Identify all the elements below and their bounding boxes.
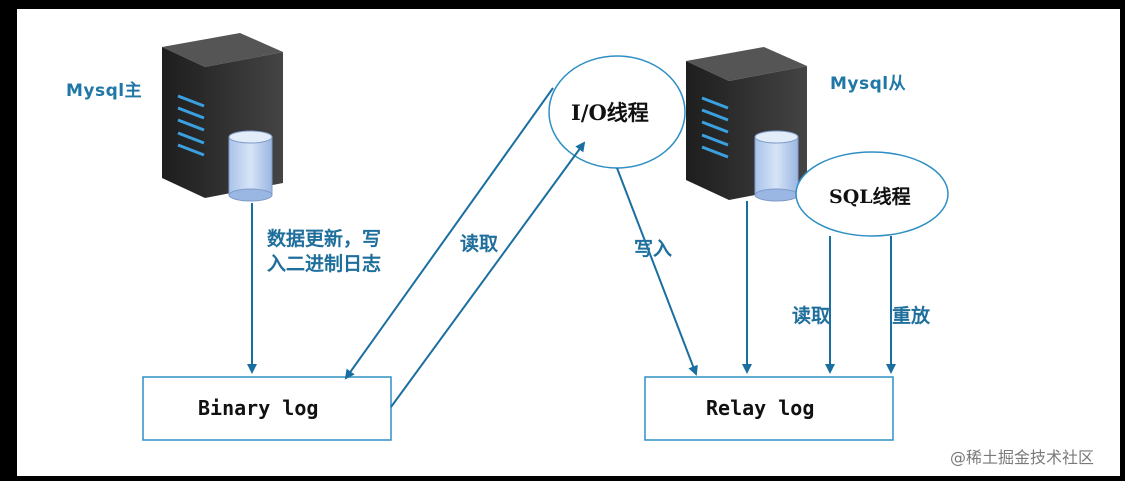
- edge-label-io-read: 读取: [460, 233, 499, 255]
- binary-log-label: Binary log: [198, 396, 319, 420]
- sql-thread-label: SQL线程: [829, 186, 911, 208]
- edge-label-sql-replay: 重放: [892, 305, 931, 327]
- relay-log-label: Relay log: [706, 396, 815, 420]
- sql-thread-node: [795, 151, 949, 237]
- watermark-text: @稀土掘金技术社区: [950, 448, 1095, 467]
- edge-label-io-write: 写入: [634, 238, 673, 260]
- relay-log-box: [644, 376, 894, 441]
- arrow-io-to-relaylog: [616, 167, 698, 376]
- edge-label-sql-read: 读取: [792, 305, 831, 327]
- arrow-binlog-to-io: [390, 141, 586, 408]
- master-disk-icon: [228, 130, 273, 202]
- slave-label: Mysql从: [830, 74, 907, 94]
- io-thread-label: I/O线程: [571, 100, 649, 125]
- slave-disk-icon: [754, 130, 799, 202]
- master-server-icon: [162, 33, 283, 198]
- binary-log-box: [142, 376, 392, 441]
- arrow-io-to-binlog: [344, 87, 554, 380]
- edge-label-write-binlog-2: 入二进制日志: [267, 253, 382, 275]
- edge-label-write-binlog-1: 数据更新，写: [267, 228, 382, 250]
- master-label: Mysql主: [66, 81, 143, 101]
